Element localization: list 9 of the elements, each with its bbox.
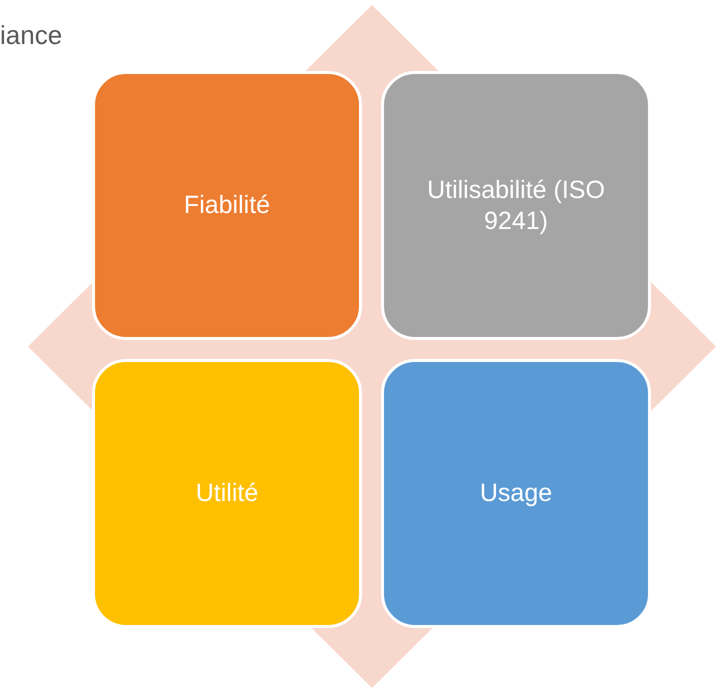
- box-label: Utilisabilité (ISO 9241): [426, 174, 606, 236]
- rounded-square: [92, 71, 362, 340]
- heading-text: iance: [0, 20, 62, 51]
- rounded-square: [381, 71, 651, 340]
- box-label: Utilité: [194, 478, 260, 509]
- rounded-square: [92, 359, 362, 628]
- rounded-square: [381, 359, 651, 628]
- box-label: Fiabilité: [182, 190, 272, 221]
- box-label: Usage: [478, 478, 554, 509]
